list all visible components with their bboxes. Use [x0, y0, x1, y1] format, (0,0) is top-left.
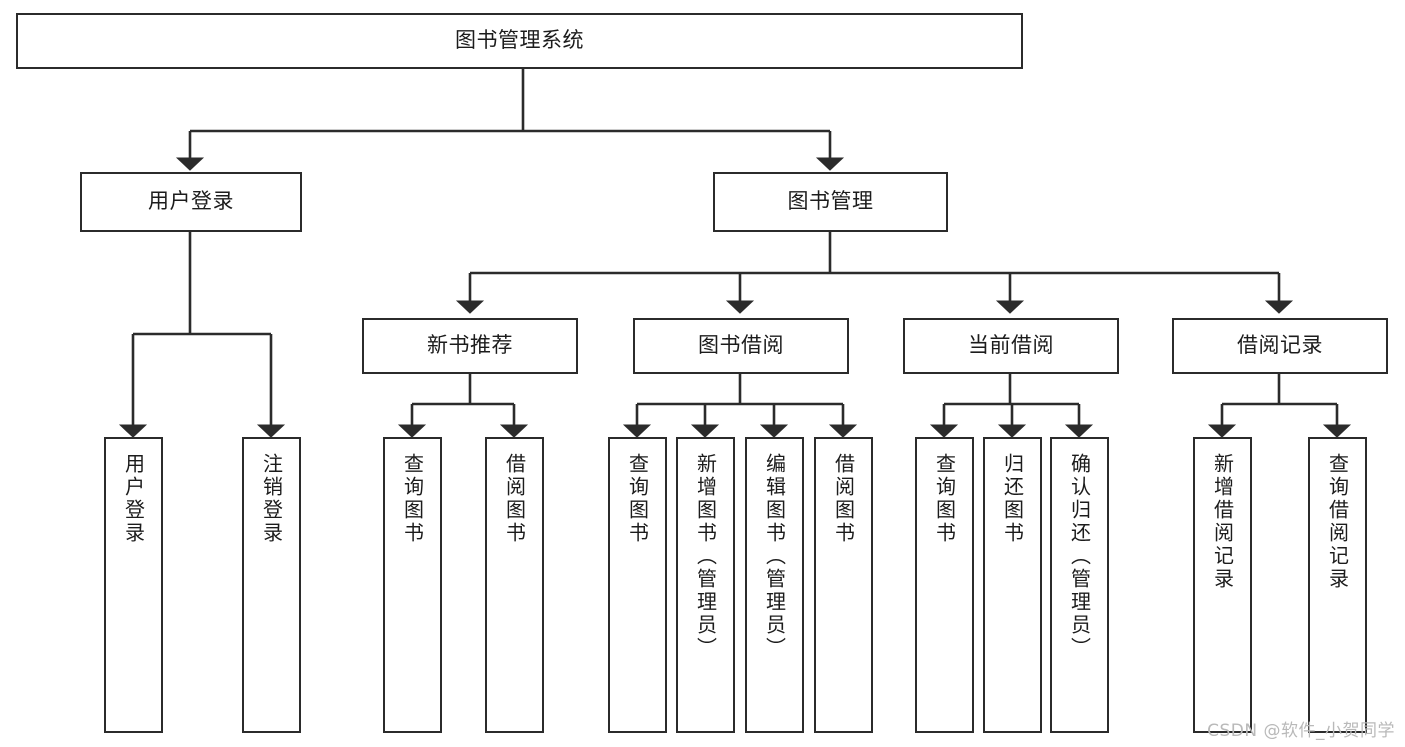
node-label: 借阅图书: [502, 453, 527, 545]
node-label: 查询图书: [932, 453, 957, 545]
node-label: 借阅记录: [1237, 333, 1323, 358]
leaf-logout[interactable]: 注销登录: [242, 437, 301, 733]
leaf-query-book-borrow[interactable]: 查询图书: [608, 437, 667, 733]
leaf-add-book-admin[interactable]: 新增图书（管理员）: [676, 437, 735, 733]
node-label: 注销登录: [259, 453, 284, 545]
node-label: 确认归还（管理员）: [1067, 453, 1092, 660]
leaf-return-book[interactable]: 归还图书: [983, 437, 1042, 733]
watermark-text: CSDN @软件_小贺同学: [1207, 721, 1395, 741]
leaf-query-book-recommend[interactable]: 查询图书: [383, 437, 442, 733]
node-label: 查询借阅记录: [1325, 453, 1350, 591]
node-new-book-recommend[interactable]: 新书推荐: [362, 318, 578, 374]
node-borrow-record[interactable]: 借阅记录: [1172, 318, 1388, 374]
leaf-add-borrow-record[interactable]: 新增借阅记录: [1193, 437, 1252, 733]
node-current-borrow[interactable]: 当前借阅: [903, 318, 1119, 374]
leaf-borrow-book-recommend[interactable]: 借阅图书: [485, 437, 544, 733]
node-label: 借阅图书: [831, 453, 856, 545]
node-label: 用户登录: [148, 189, 234, 214]
leaf-query-borrow-record[interactable]: 查询借阅记录: [1308, 437, 1367, 733]
leaf-edit-book-admin[interactable]: 编辑图书（管理员）: [745, 437, 804, 733]
node-label: 新书推荐: [427, 333, 513, 358]
node-label: 图书借阅: [698, 333, 784, 358]
node-label: 新增借阅记录: [1210, 453, 1235, 591]
node-label: 当前借阅: [968, 333, 1054, 358]
node-label: 新增图书（管理员）: [693, 453, 718, 660]
node-label: 图书管理: [787, 189, 874, 214]
node-label: 图书管理系统: [455, 28, 584, 53]
leaf-query-book-current[interactable]: 查询图书: [915, 437, 974, 733]
node-root-system[interactable]: 图书管理系统: [16, 13, 1023, 69]
node-label: 用户登录: [121, 453, 146, 545]
node-user-login[interactable]: 用户登录: [80, 172, 302, 232]
node-label: 查询图书: [625, 453, 650, 545]
node-book-management[interactable]: 图书管理: [713, 172, 948, 232]
node-label: 查询图书: [400, 453, 425, 545]
node-label: 编辑图书（管理员）: [762, 453, 787, 660]
leaf-user-login[interactable]: 用户登录: [104, 437, 163, 733]
node-book-borrow[interactable]: 图书借阅: [633, 318, 849, 374]
node-label: 归还图书: [1000, 453, 1025, 545]
leaf-borrow-book[interactable]: 借阅图书: [814, 437, 873, 733]
leaf-confirm-return-admin[interactable]: 确认归还（管理员）: [1050, 437, 1109, 733]
